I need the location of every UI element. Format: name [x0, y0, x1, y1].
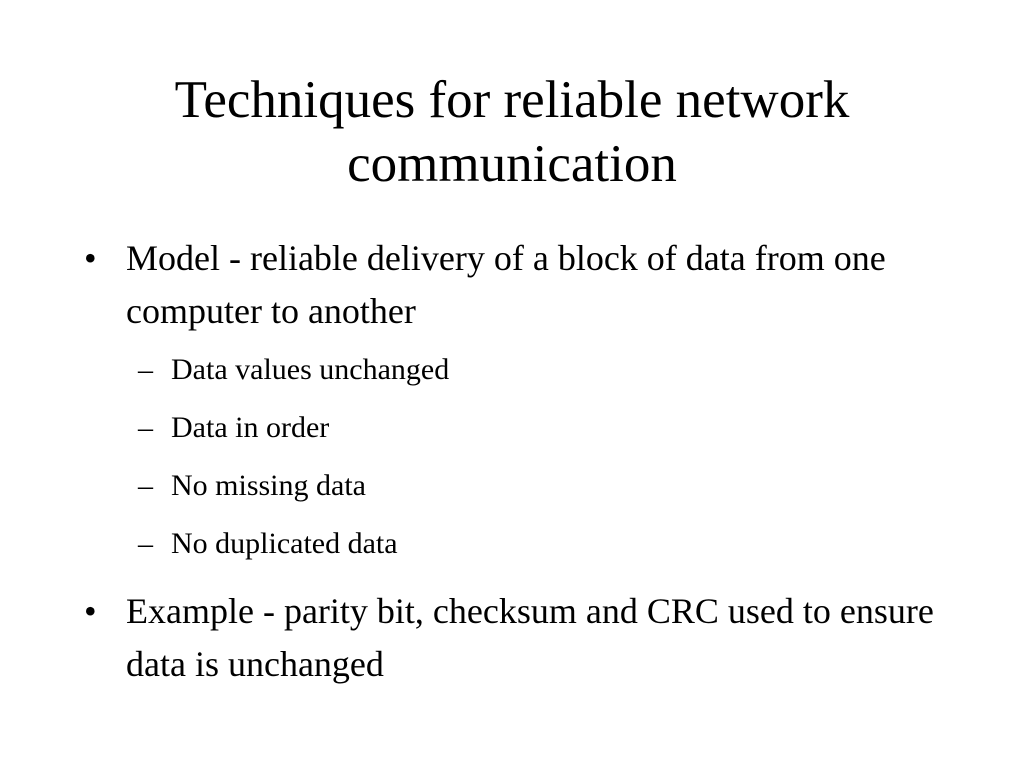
sub-bullet-text: Data in order	[171, 411, 330, 444]
sub-bullet-item: –No duplicated data	[126, 515, 964, 573]
sub-bullet-text: No duplicated data	[171, 527, 398, 560]
sub-bullet-text: No missing data	[171, 469, 366, 502]
slide-title: Techniques for reliable network communic…	[174, 71, 850, 193]
dash-icon: –	[138, 469, 153, 502]
dash-icon: –	[138, 411, 153, 444]
bullet-text: Model - reliable delivery of a block of …	[126, 238, 886, 331]
sub-bullet-item: –Data in order	[126, 399, 964, 457]
bullet-list: • Model - reliable delivery of a block o…	[84, 232, 964, 703]
dash-icon: –	[138, 353, 153, 386]
bullet-icon: •	[84, 238, 97, 278]
sub-bullet-list: –Data values unchanged –Data in order –N…	[126, 341, 964, 573]
sub-bullet-text: Data values unchanged	[171, 353, 450, 386]
dash-icon: –	[138, 527, 153, 560]
sub-bullet-item: –No missing data	[126, 457, 964, 515]
bullet-icon: •	[84, 591, 97, 631]
bullet-text: Example - parity bit, checksum and CRC u…	[126, 591, 934, 684]
bullet-item-model: • Model - reliable delivery of a block o…	[84, 232, 964, 573]
sub-bullet-item: –Data values unchanged	[126, 341, 964, 399]
bullet-item-example: • Example - parity bit, checksum and CRC…	[84, 585, 964, 691]
